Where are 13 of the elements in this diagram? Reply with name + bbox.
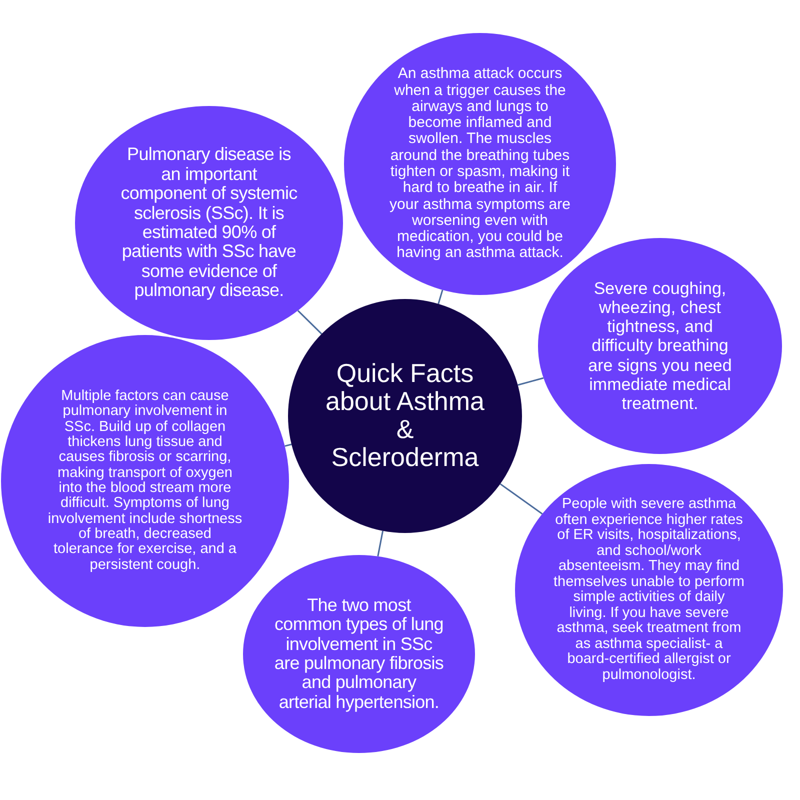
fact-text: People with severe asthma often experience higher rates of ER visits, hospitalizations, and school/work absenteeism. They may find themselves unable to perform simple activities of daily living. If you have severe asthma, seek treatment from as asthma specialist- a board-certified allergist or pulmonologist. xyxy=(553,497,745,683)
fact-text: Severe coughing, wheezing, chest tightness, and difficulty breathing are signs you need immediate medical treatment. xyxy=(587,279,733,413)
fact-text: Pulmonary disease is an important component of systemic sclerosis (SSc). It is estimated 90% of patients with SSc have some evidence of pulmonary disease. xyxy=(120,145,298,301)
connector-line xyxy=(284,444,292,447)
fact-text: The two most common types of lung involvement in SSc are pulmonary fibrosis and pulmonary arterial hypertension. xyxy=(274,596,444,712)
title-text: Quick Facts about Asthma & Scleroderma xyxy=(324,360,486,472)
connector-line xyxy=(377,530,384,556)
fact-text: Multiple factors can cause pulmonary involvement in SSc. Build up of collagen thickens lung tissue and causes fibrosis or scarring, making transport of oxygen into the blood stream more difficult. Symptoms of lung involvement include shortness of breath, decreased tolerance for exercise, and a persistent cough. xyxy=(47,388,243,574)
connector-line xyxy=(297,310,322,334)
connector-line xyxy=(518,377,544,386)
fact-text: An asthma attack occurs when a trigger causes the airways and lungs to become inflamed and swollen. The muscles around the breathing tubes tighten or spasm, making it hard to breathe in air. If your asthma symptoms are worsening even with medication, you could be having an asthma attack. xyxy=(388,66,572,262)
connector-line xyxy=(500,483,543,514)
connector-line xyxy=(438,290,444,304)
